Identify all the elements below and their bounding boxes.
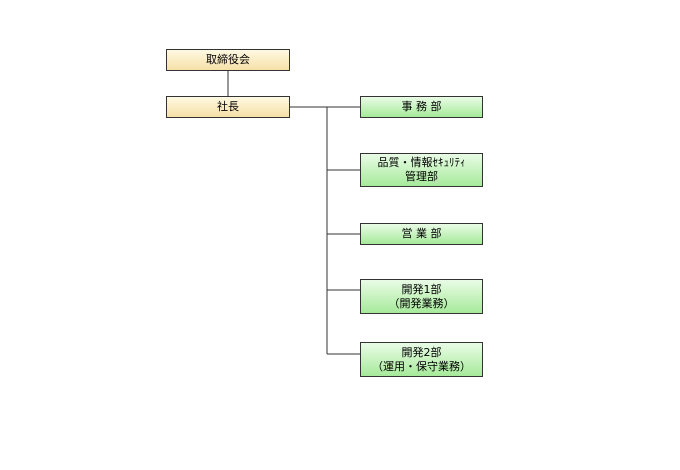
sales-dept-box: 営 業 部	[360, 223, 483, 245]
development-1-dept-box: 開発1部 （開発業務）	[360, 279, 483, 314]
sales-dept-label: 営 業 部	[401, 227, 442, 240]
board-of-directors-box: 取締役会	[166, 49, 290, 71]
president-label: 社長	[217, 100, 239, 113]
quality-security-dept-box: 品質・情報ｾｷｭﾘﾃｨ 管理部	[360, 153, 483, 187]
development-2-dept-box: 開発2部 （運用・保守業務）	[360, 342, 483, 377]
quality-security-dept-label: 品質・情報ｾｷｭﾘﾃｨ 管理部	[377, 156, 466, 183]
general-affairs-dept-label: 事 務 部	[401, 100, 442, 113]
general-affairs-dept-box: 事 務 部	[360, 96, 483, 118]
development-2-dept-label: 開発2部 （運用・保守業務）	[372, 345, 471, 373]
board-of-directors-label: 取締役会	[206, 53, 250, 66]
president-box: 社長	[166, 96, 290, 118]
development-1-dept-label: 開発1部 （開発業務）	[388, 282, 455, 310]
